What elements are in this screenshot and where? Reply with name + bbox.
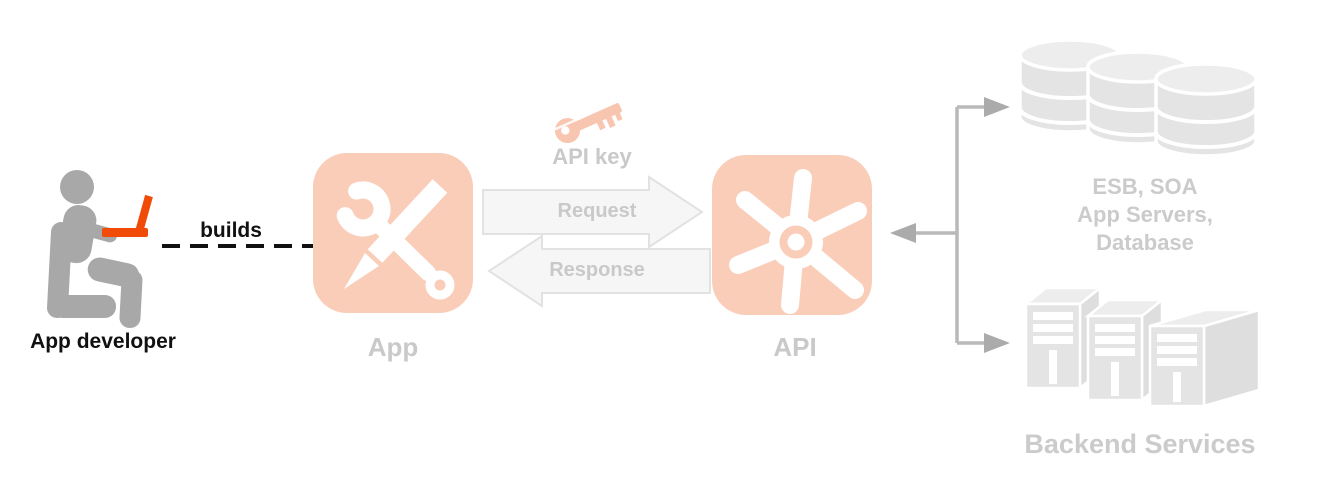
esb-label-line: Database (1096, 230, 1194, 255)
api-label: API (773, 332, 817, 362)
arrowhead-to-api (890, 223, 916, 243)
asterisk-gear-icon (729, 169, 867, 314)
server-tower (1148, 308, 1261, 408)
response-arrow (487, 234, 711, 308)
database-stack-icon (1018, 38, 1258, 158)
app-label: App (367, 332, 419, 362)
app-developer-label: App developer (30, 330, 176, 353)
response-label: Response (549, 259, 645, 281)
arrowhead-to-servers (984, 333, 1010, 353)
request-label: Request (557, 200, 637, 222)
app-icon (313, 153, 473, 313)
api-key-label: API key (552, 144, 632, 169)
esb-label-line: ESB, SOA (1092, 174, 1198, 199)
wrench-and-pencil-icon (335, 179, 455, 300)
arrowhead-to-databases (984, 97, 1010, 117)
esb-label-line: App Servers, (1077, 202, 1213, 227)
api-key-icon (554, 103, 623, 144)
builds-label: builds (200, 219, 262, 242)
api-icon (712, 155, 872, 315)
backend-branch-connector (890, 97, 1010, 353)
app-developer-icon (47, 170, 153, 328)
backend-services-label: Backend Services (1024, 429, 1256, 459)
laptop-icon (102, 194, 153, 237)
esb-label: ESB, SOA App Servers, Database (1040, 173, 1250, 257)
server-towers-icon (1022, 285, 1261, 408)
request-arrow (482, 175, 704, 249)
builds-dashed-line (162, 244, 314, 248)
